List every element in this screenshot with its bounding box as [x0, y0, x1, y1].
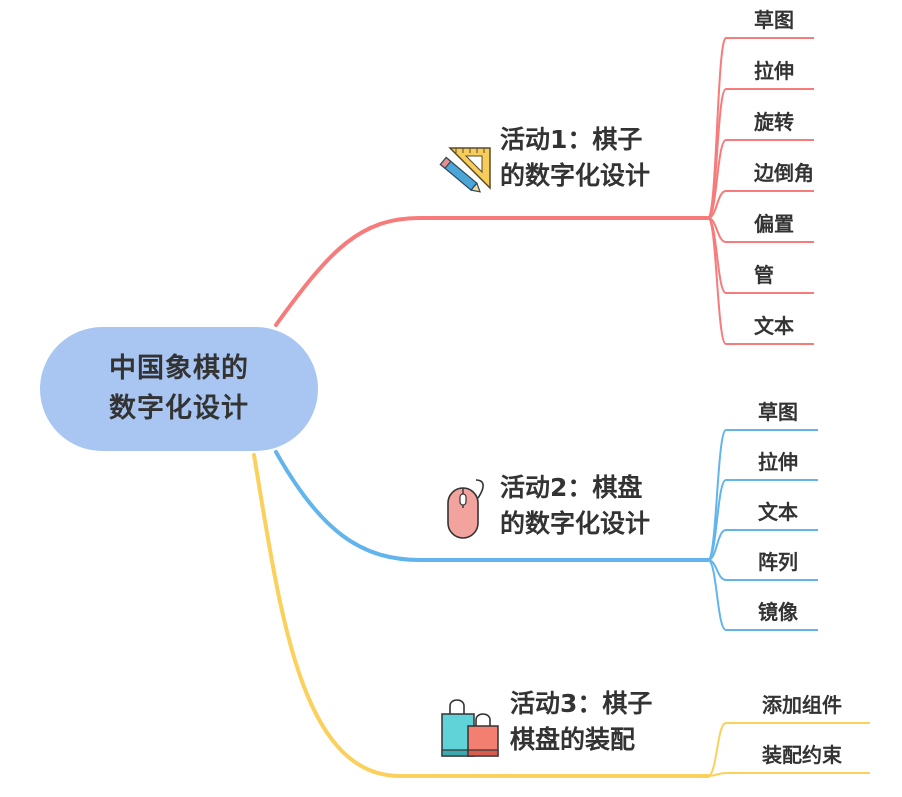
topic-activity-2[interactable]: 活动2：棋盘 的数字化设计 — [500, 470, 650, 542]
topic-activity-3-line-2: 棋盘的装配 — [510, 725, 636, 754]
subtopic-activity-2-item[interactable]: 文本 — [758, 500, 798, 524]
leaf-line-activity-1-3 — [707, 139, 814, 219]
topic-activity-1-line-2: 的数字化设计 — [500, 161, 651, 190]
shopping-bags-icon — [441, 699, 499, 757]
subtopic-activity-3-item[interactable]: 添加组件 — [762, 693, 842, 717]
central-topic-line-1: 中国象棋的 — [109, 353, 249, 384]
central-topic[interactable]: 中国象棋的 数字化设计 — [40, 327, 318, 451]
subtopic-activity-1-item[interactable]: 旋转 — [754, 110, 794, 134]
subtopic-activity-2-item[interactable]: 阵列 — [758, 550, 798, 574]
topic-activity-1[interactable]: 活动1：棋子 的数字化设计 — [500, 122, 650, 194]
leaf-line-activity-3-1 — [707, 722, 870, 777]
leaf-line-activity-1-7 — [707, 217, 814, 345]
subtopic-activity-1-item[interactable]: 文本 — [754, 314, 794, 338]
leaf-line-activity-1-4 — [707, 190, 814, 219]
ruler-pencil-icon — [439, 147, 491, 193]
topic-activity-3-line-1: 活动3：棋子 — [510, 689, 653, 718]
mouse-icon — [447, 479, 484, 539]
topic-activity-3[interactable]: 活动3：棋子 棋盘的装配 — [510, 686, 652, 758]
subtopic-activity-1-item[interactable]: 草图 — [754, 8, 794, 32]
subtopic-activity-2-item[interactable]: 镜像 — [758, 600, 798, 624]
topic-activity-1-line-1: 活动1：棋子 — [500, 125, 643, 154]
topic-activity-2-line-2: 的数字化设计 — [500, 509, 651, 538]
leaf-line-activity-2-3 — [707, 529, 818, 561]
subtopic-activity-2-item[interactable]: 草图 — [758, 400, 798, 424]
subtopic-activity-2-item[interactable]: 拉伸 — [758, 450, 798, 474]
branch-line-activity-1 — [274, 216, 710, 327]
subtopic-activity-1-item[interactable]: 拉伸 — [754, 59, 794, 83]
central-topic-line-2: 数字化设计 — [109, 393, 249, 424]
leaf-line-activity-2-5 — [707, 559, 818, 631]
branch-line-activity-3 — [252, 453, 710, 778]
leaf-line-activity-2-2 — [707, 479, 818, 561]
subtopic-activity-3-item[interactable]: 装配约束 — [762, 743, 842, 767]
leaf-line-activity-3-2 — [707, 772, 870, 777]
subtopic-activity-1-item[interactable]: 偏置 — [754, 212, 794, 236]
topic-activity-2-line-1: 活动2：棋盘 — [500, 473, 643, 502]
subtopic-activity-1-item[interactable]: 边倒角 — [754, 161, 814, 185]
subtopic-activity-1-item[interactable]: 管 — [754, 263, 774, 287]
branch-line-activity-2 — [274, 450, 710, 562]
